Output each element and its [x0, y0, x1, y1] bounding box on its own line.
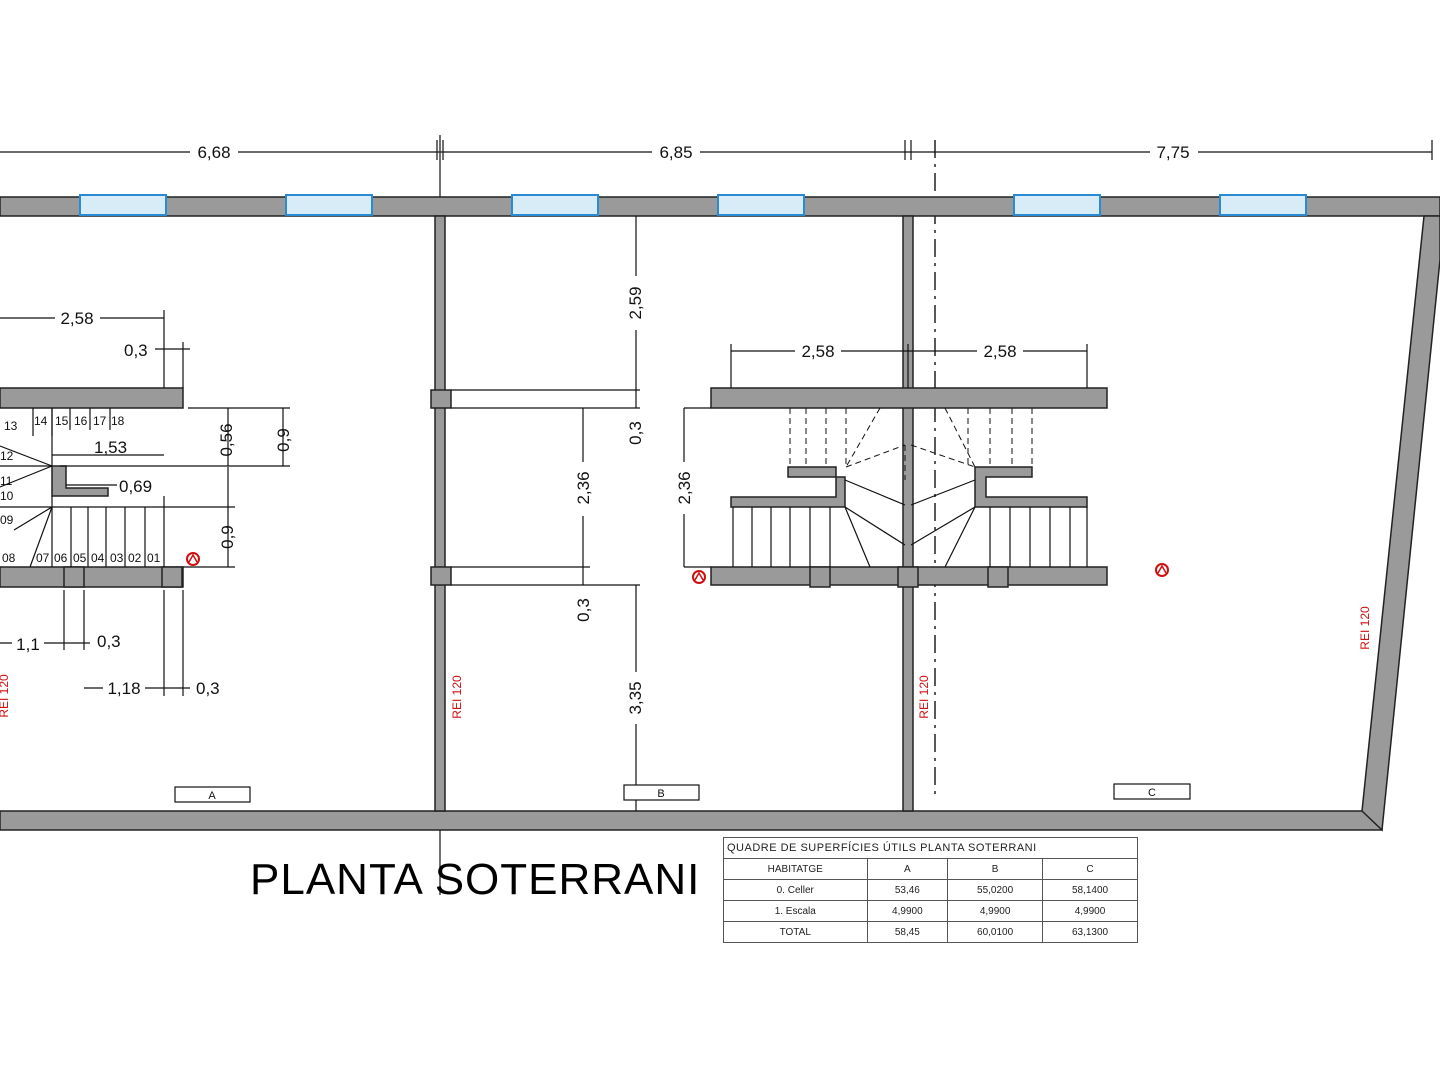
- fire-rating-label: REI 120: [917, 675, 931, 719]
- dim-top-a: 6,68: [197, 143, 230, 162]
- step-07: 07: [36, 551, 50, 565]
- dim-b-03-bot: 0,3: [574, 598, 593, 622]
- page-title: PLANTA SOTERRANI: [250, 855, 700, 904]
- step-17: 17: [93, 414, 107, 428]
- dim-a-03-mid: 0,3: [97, 632, 121, 651]
- dim-a-258: 2,58: [60, 309, 93, 328]
- walls: [0, 196, 1440, 832]
- unit-tag-b: B: [657, 788, 664, 800]
- step-15: 15: [55, 414, 69, 428]
- table-cell: 58,1400: [1042, 879, 1138, 901]
- fire-marker-icon: [692, 570, 706, 584]
- dim-b-236-right: 2,36: [675, 471, 694, 504]
- step-01: 01: [147, 551, 161, 565]
- dim-a-09-mid: 0,9: [218, 525, 237, 549]
- step-11: 11: [0, 474, 13, 488]
- step-02: 02: [128, 551, 142, 565]
- table-caption: QUADRE DE SUPERFÍCIES ÚTILS PLANTA SOTER…: [723, 837, 1138, 859]
- table-cell: 60,0100: [947, 921, 1044, 943]
- unit-tag-c: C: [1148, 787, 1156, 799]
- table-row: TOTAL 58,45 60,0100 63,1300: [723, 921, 1138, 943]
- stair-a-dimensions: 2,58 0,3 0,9 0,56 1,53 0,69 0,9 1,1 0,3 …: [0, 306, 293, 699]
- table-cell: 63,1300: [1042, 921, 1138, 943]
- table-cell: 1. Escala: [723, 900, 868, 922]
- dim-bc-258-right: 2,58: [983, 342, 1016, 361]
- stair-a: [0, 387, 184, 588]
- step-16: 16: [74, 414, 88, 428]
- dim-b-335: 3,35: [626, 681, 645, 714]
- step-04: 04: [91, 551, 105, 565]
- table-row: 0. Celler 53,46 55,0200 58,1400: [723, 879, 1138, 901]
- stair-bc-dimensions: 2,58 2,58 2,36: [672, 340, 1088, 568]
- table-header-row: HABITATGE A B C: [723, 858, 1138, 880]
- dim-top-b: 6,85: [659, 143, 692, 162]
- table-caption-row: QUADRE DE SUPERFÍCIES ÚTILS PLANTA SOTER…: [723, 837, 1138, 859]
- fire-marker-icon: [186, 552, 200, 566]
- table-cell: 4,9900: [866, 900, 949, 922]
- step-03: 03: [110, 551, 124, 565]
- table-cell: 53,46: [866, 879, 949, 901]
- dim-a-118: 1,18: [107, 679, 140, 698]
- table-header-cell: HABITATGE: [723, 858, 868, 880]
- table-header-cell: C: [1042, 858, 1138, 880]
- table-header-cell: B: [947, 858, 1044, 880]
- table-header-cell: A: [866, 858, 949, 880]
- table-cell: 4,9900: [1042, 900, 1138, 922]
- stair-bc: [710, 387, 1108, 588]
- dim-a-03-top: 0,3: [124, 341, 148, 360]
- windows: [79, 194, 1307, 216]
- dim-a-069: 0,69: [119, 477, 152, 496]
- stair-a-step-numbers: 13 14 15 16 17 18 12 11 10 09 08 07 06 0…: [0, 414, 161, 565]
- table-cell: 4,9900: [947, 900, 1044, 922]
- fire-extinguisher-markers: [186, 552, 1169, 584]
- surface-table-container: QUADRE DE SUPERFÍCIES ÚTILS PLANTA SOTER…: [723, 837, 1138, 943]
- table-cell: 0. Celler: [723, 879, 868, 901]
- unit-tag-a: A: [208, 790, 216, 802]
- fire-rating-label: REI 120: [0, 674, 11, 718]
- step-13: 13: [4, 419, 18, 433]
- dim-a-09-right: 0,9: [274, 428, 293, 452]
- dim-a-056: 0,56: [217, 423, 236, 456]
- step-14: 14: [34, 414, 48, 428]
- dim-a-03-bot: 0,3: [196, 679, 220, 698]
- unit-tags: A B C: [174, 783, 1191, 803]
- table-cell: 58,45: [866, 921, 949, 943]
- step-12: 12: [0, 449, 14, 463]
- dim-a-153: 1,53: [94, 438, 127, 457]
- step-18: 18: [111, 414, 125, 428]
- dim-b-236-left: 2,36: [574, 471, 593, 504]
- step-10: 10: [0, 489, 14, 503]
- dim-bc-258-left: 2,58: [801, 342, 834, 361]
- step-05: 05: [73, 551, 87, 565]
- dim-b-03-top: 0,3: [626, 421, 645, 445]
- table-cell: 55,0200: [947, 879, 1044, 901]
- dim-b-259: 2,59: [626, 286, 645, 319]
- step-08: 08: [2, 551, 16, 565]
- fire-rating-labels: REI 120 REI 120 REI 120 REI 120: [0, 606, 1372, 719]
- fire-marker-icon: [1155, 563, 1169, 577]
- table-row: 1. Escala 4,9900 4,9900 4,9900: [723, 900, 1138, 922]
- dim-top-c: 7,75: [1156, 143, 1189, 162]
- step-09: 09: [0, 513, 14, 527]
- fire-rating-label: REI 120: [1358, 606, 1372, 650]
- step-06: 06: [54, 551, 68, 565]
- table-cell: TOTAL: [723, 921, 868, 943]
- top-dimension-line: 6,68 6,85 7,75: [0, 140, 1433, 164]
- fire-rating-label: REI 120: [450, 675, 464, 719]
- surface-table: QUADRE DE SUPERFÍCIES ÚTILS PLANTA SOTER…: [723, 837, 1138, 943]
- dim-a-11: 1,1: [16, 635, 40, 654]
- unit-b-dimensions: 2,59 0,3 2,36 0,3 3,35: [451, 216, 648, 811]
